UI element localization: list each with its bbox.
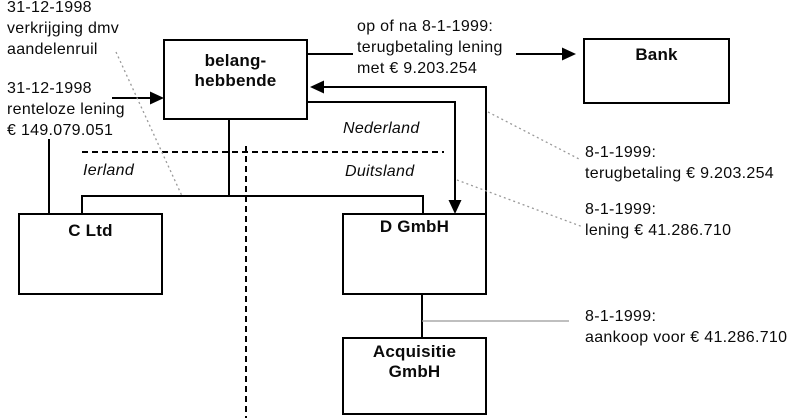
note-purchase-label: 8-1-1999: aankoop voor € 41.286.710 [585, 308, 788, 346]
box-bank: Bank [583, 38, 730, 104]
arrowhead-into-d-gmbh-icon [448, 200, 462, 214]
arrowhead-into-bank-icon [562, 47, 576, 61]
box-d-gmbh-label: D GmbH [379, 217, 450, 236]
region-label-ierland: Ierland [83, 162, 135, 179]
region-label-nederland: Nederland [343, 120, 420, 137]
arrowhead-into-belanghebbende-icon [150, 91, 164, 105]
note-bank-repayment: op of na 8-1-1999: terugbetaling lening … [357, 18, 503, 77]
leader-share-exchange-dotted [115, 51, 183, 197]
note-loan-label: 8-1-1999: lening € 41.286.710 [585, 201, 732, 239]
box-acquisitie-gmbh: Acquisitie GmbH [342, 337, 487, 415]
note-repayment-label: 8-1-1999: terugbetaling € 9.203.254 [585, 144, 774, 182]
box-belanghebbende-label: belang- hebbende [194, 51, 277, 90]
note-interest-free-loan: 31-12-1998 renteloze lening € 149.079.05… [7, 80, 125, 139]
region-label-duitsland: Duitsland [345, 163, 415, 180]
leader-repayment-label-dotted [487, 111, 582, 161]
box-d-gmbh: D GmbH [342, 213, 487, 295]
box-acquisitie-gmbh-label: Acquisitie GmbH [372, 342, 457, 381]
note-share-exchange: 31-12-1998 verkrijging dmv aandelenruil [7, 0, 120, 58]
box-c-ltd: C Ltd [18, 213, 163, 295]
box-bank-label: Bank [635, 45, 678, 64]
box-c-ltd-label: C Ltd [68, 221, 113, 240]
arrowhead-repayment-into-belanghebbende-icon [310, 80, 324, 94]
box-belanghebbende: belang- hebbende [163, 39, 308, 120]
